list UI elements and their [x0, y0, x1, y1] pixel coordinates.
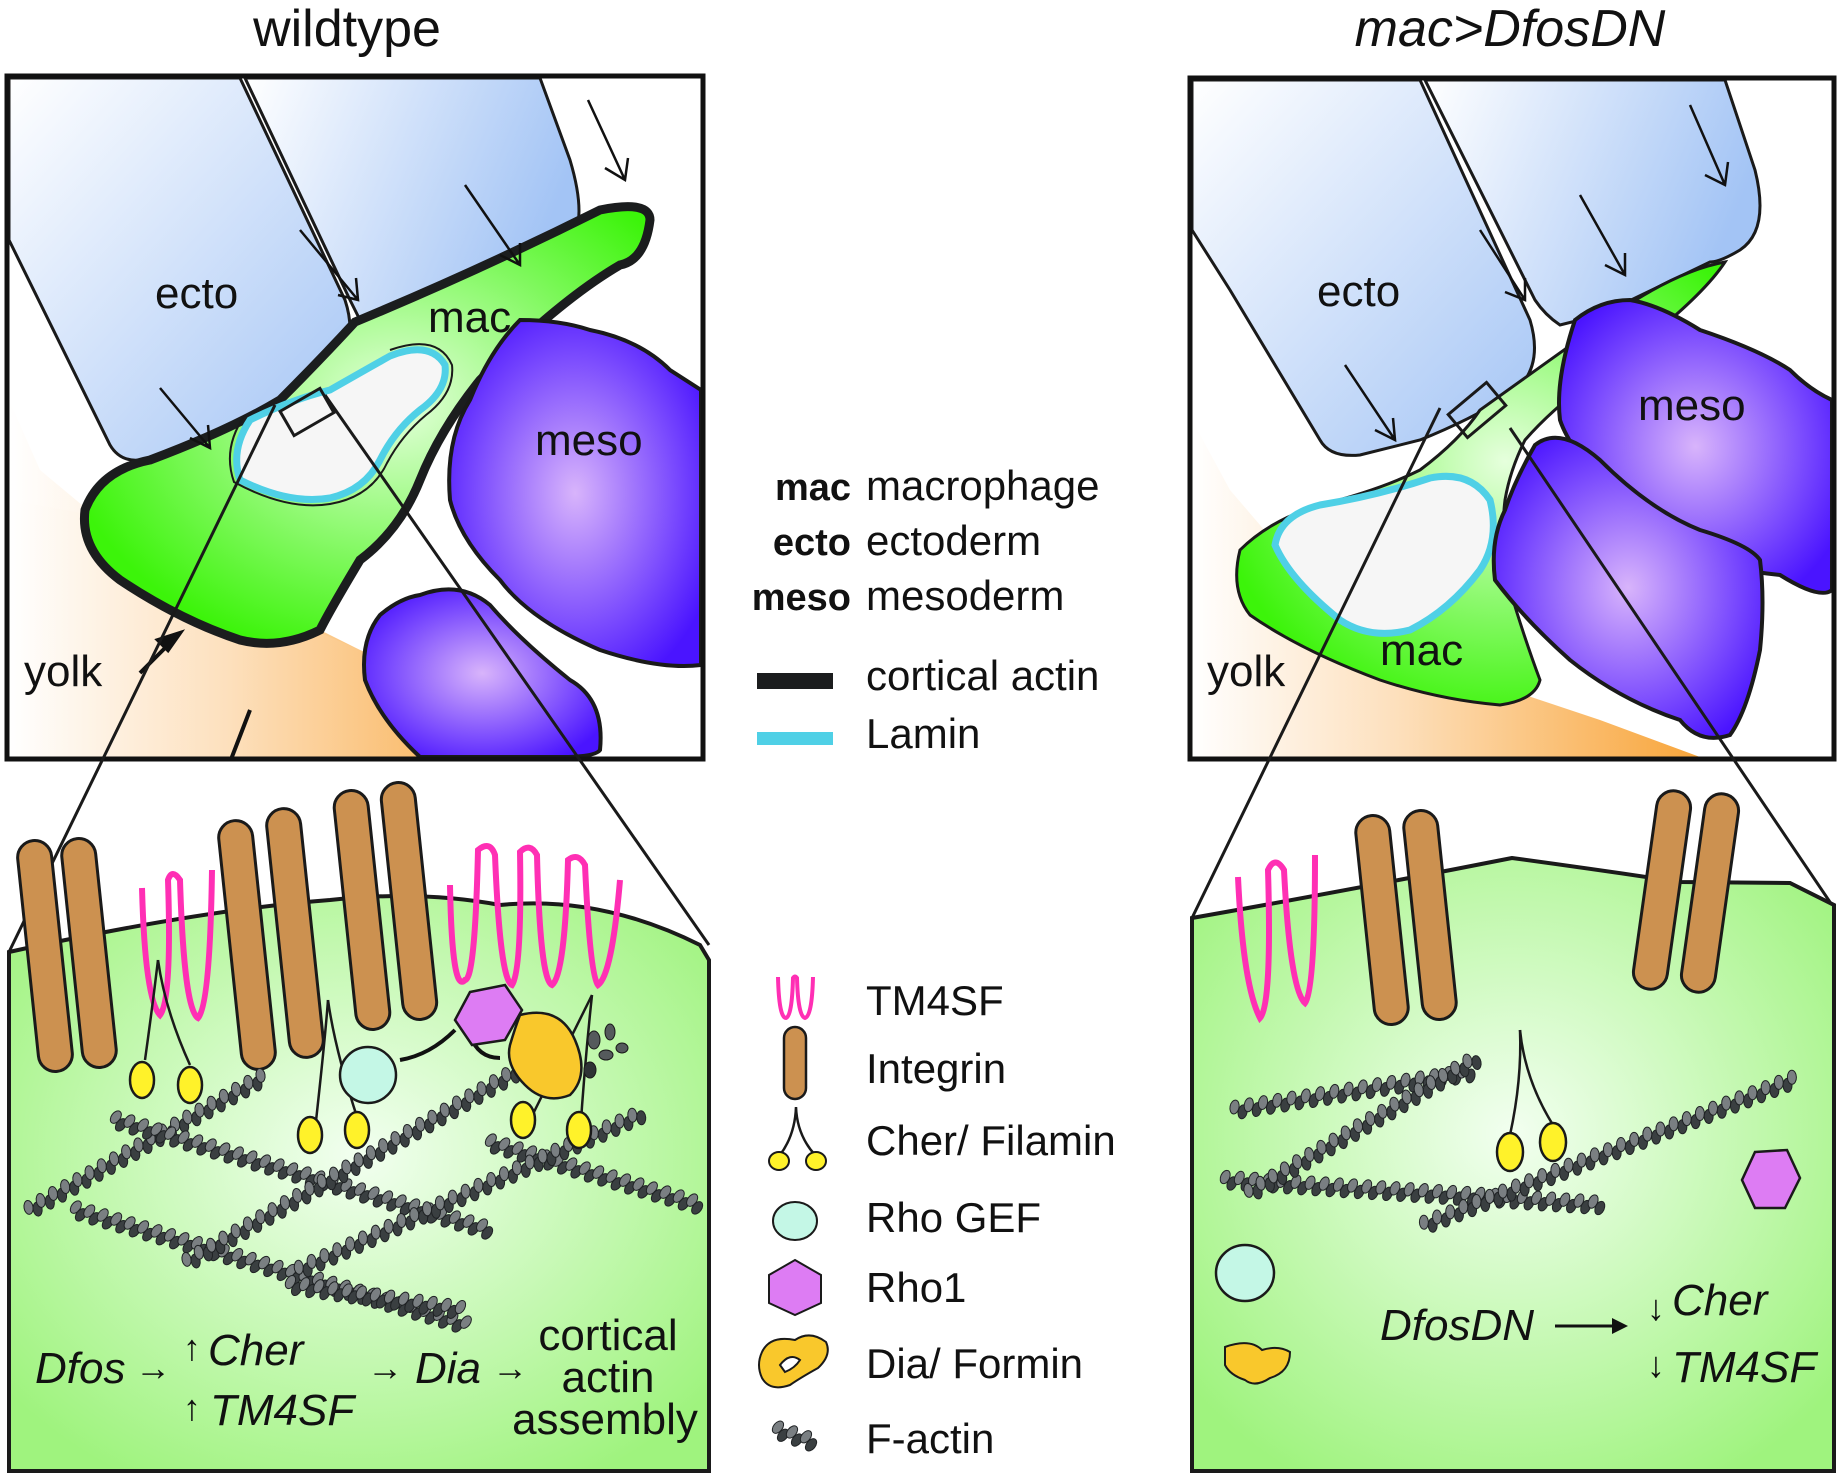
label-mac: mac: [428, 293, 511, 342]
label-ecto: ecto: [155, 269, 238, 318]
mutant-cortex-panel: DfosDN ↓ Cher ↓ TM4SF: [1190, 789, 1836, 1473]
label-meso: meso: [1638, 381, 1746, 430]
f-actin-filament: [181, 1059, 524, 1269]
legend-molecules: TM4SF Integrin Cher/ Filamin Rho GEF Rho…: [758, 974, 1116, 1462]
rho1: [1740, 1148, 1802, 1210]
panel-title-mutant: mac>DfosDN: [1355, 0, 1666, 58]
zoom-projection-lines-mutant: [1190, 407, 1836, 919]
tm4sf-group: [139, 843, 623, 1022]
legend-abbrev: mac: [775, 467, 851, 509]
tm4sf-icon: [776, 974, 815, 1021]
f-actin-filament: [771, 1420, 818, 1452]
pathway-arrow-2: →: [367, 1347, 403, 1388]
up-arrow-tm4sf: ↑: [183, 1387, 201, 1428]
meso-cell-2: [1491, 435, 1765, 740]
legend-molecule-label: Cher/ Filamin: [866, 1117, 1116, 1164]
lamin-swatch: [757, 732, 833, 745]
zoom-box: [1446, 380, 1508, 440]
label-yolk: yolk: [24, 647, 103, 696]
pathway-arrow-3: →: [492, 1347, 528, 1388]
f-actin-icon: [771, 1420, 818, 1452]
ecto-cell-2: [1423, 80, 1762, 327]
pathway-outcome-2: actin: [562, 1353, 655, 1402]
pathway-target-cher: Cher: [1672, 1276, 1770, 1325]
rho-gef: [1214, 1243, 1276, 1303]
legend-molecule-label: Rho GEF: [866, 1194, 1041, 1241]
legend-meaning: mesoderm: [866, 572, 1064, 619]
pathway-arrow-1: →: [135, 1347, 171, 1388]
f-actin-filament: [284, 1275, 467, 1319]
mac-arrows: [138, 629, 252, 757]
legend-molecule-label: Integrin: [866, 1045, 1006, 1092]
legend-abbrev: meso: [752, 577, 851, 619]
f-actin-filament: [1243, 1053, 1482, 1200]
rho1: [453, 983, 524, 1047]
pathway-effector: Dia: [415, 1344, 481, 1393]
down-arrow-tm4sf: ↓: [1647, 1344, 1665, 1385]
label-mac: mac: [1380, 626, 1463, 675]
mutant-tissue-panel: ecto mac meso yolk: [1187, 75, 1837, 762]
legend-abbrev: ecto: [773, 522, 851, 564]
meso-cell-1: [447, 317, 701, 668]
legend-molecule-label: Rho1: [866, 1264, 966, 1311]
label-yolk: yolk: [1207, 647, 1286, 696]
mutant-pathway: DfosDN ↓ Cher ↓ TM4SF: [1380, 1276, 1818, 1392]
wildtype-tissue-frame: [4, 73, 706, 762]
rho1-icon: [768, 1258, 822, 1317]
dia-formin: [1224, 1342, 1292, 1385]
zoom-box: [278, 386, 336, 438]
pathway-source: DfosDN: [1380, 1301, 1534, 1350]
f-actin-filament: [109, 1110, 494, 1240]
cher-filamin-icon: [768, 1106, 827, 1171]
pathway-target-cher: Cher: [208, 1326, 306, 1375]
label-meso: meso: [535, 416, 643, 465]
ecto-arrows: [1343, 104, 1730, 443]
legend-markers: cortical actin Lamin: [757, 652, 1099, 757]
legend-line-label: cortical actin: [866, 652, 1099, 699]
integrin-group: [16, 781, 439, 1073]
up-arrow-cher: ↑: [183, 1327, 201, 1368]
nucleus: [1271, 472, 1497, 637]
meso-cell-2: [362, 587, 603, 757]
rho-gef: [338, 1045, 398, 1105]
f-actin-filament: [1418, 1069, 1797, 1233]
wildtype-tissue-panel: ecto mac meso yolk: [4, 73, 706, 762]
wildtype-pathway: Dfos → ↑ Cher ↑ TM4SF → Dia → cortical a…: [35, 1311, 698, 1444]
pathway-outcome-1: cortical: [538, 1311, 677, 1360]
cher-filamin-group: [128, 959, 594, 1155]
dia-formin-icon: [758, 1334, 829, 1389]
integrin-icon: [782, 1025, 808, 1101]
ecto-arrows: [159, 99, 630, 451]
f-actin-filaments: [1219, 1053, 1797, 1233]
pathway-outcome-3: assembly: [512, 1395, 698, 1444]
cortical-actin-swatch: [757, 673, 833, 689]
wildtype-cortex-panel: Dfos → ↑ Cher ↑ TM4SF → Dia → cortical a…: [7, 781, 711, 1473]
integrin-group: [1354, 789, 1741, 1027]
yolk-region: [1192, 420, 1700, 757]
ecto-cell-1: [1192, 80, 1536, 457]
pathway-source: Dfos: [35, 1344, 125, 1393]
actin-monomers: [583, 1023, 629, 1079]
legend-molecule-label: Dia/ Formin: [866, 1340, 1083, 1387]
dia-formin: [507, 1011, 583, 1100]
legend-molecule-label: TM4SF: [866, 977, 1004, 1024]
legend-molecule-label: F-actin: [866, 1415, 994, 1462]
panel-title-wildtype: wildtype: [252, 0, 441, 58]
legend-line-label: Lamin: [866, 710, 980, 757]
cher-filamin: [1495, 1029, 1568, 1173]
legend-meaning: macrophage: [866, 462, 1099, 509]
mutant-tissue-frame: [1187, 75, 1837, 762]
pathway-target-tm4sf: TM4SF: [1672, 1343, 1818, 1392]
pathway-target-tm4sf: TM4SF: [210, 1386, 356, 1435]
f-actin-filaments: [23, 1059, 704, 1333]
legend-cell-types: mac macrophage ecto ectoderm meso mesode…: [752, 462, 1100, 619]
label-ecto: ecto: [1317, 267, 1400, 316]
tm4sf: [1235, 854, 1318, 1024]
legend-meaning: ectoderm: [866, 517, 1041, 564]
down-arrow-cher: ↓: [1647, 1287, 1665, 1328]
rho-gef-icon: [772, 1201, 818, 1241]
